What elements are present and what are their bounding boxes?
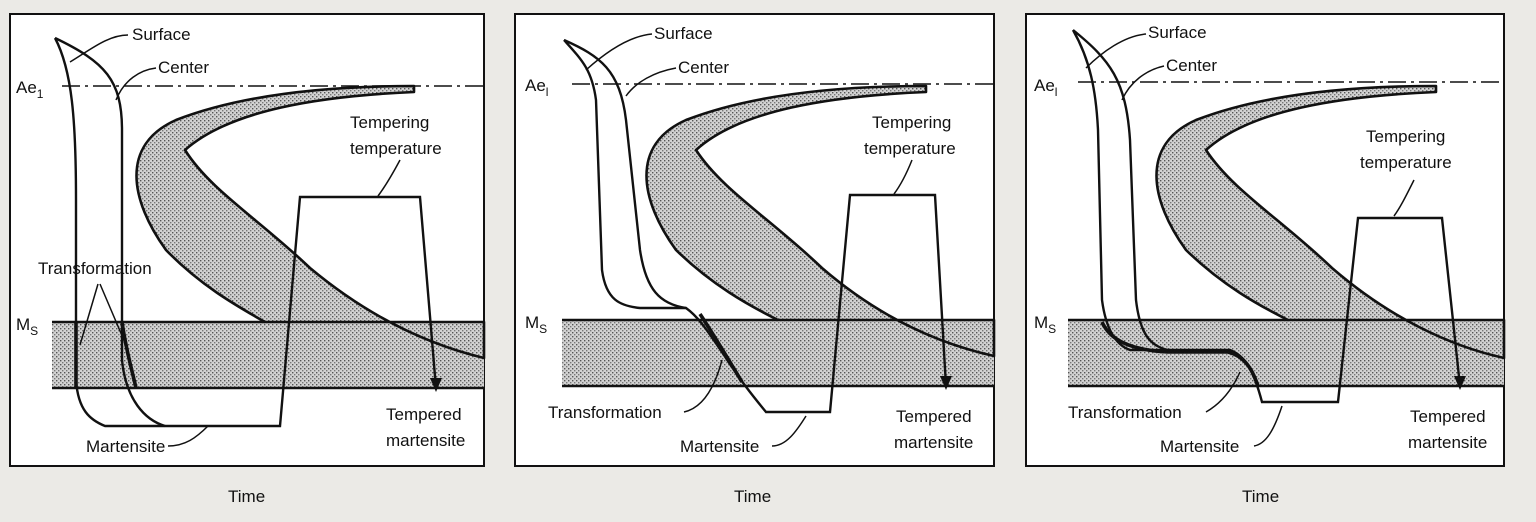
panel-2-tempered-label: Tempered <box>896 407 972 426</box>
panel-1-transformation-leader-a <box>79 283 99 346</box>
panel-3-martensite-leader <box>1253 405 1283 447</box>
panel-2-center-leader <box>625 67 677 97</box>
panel-3-tempered-martensite-label: martensite <box>1408 433 1487 452</box>
panel-1-x-axis-label: Time <box>228 487 265 506</box>
panel-1-center-label: Center <box>158 58 209 77</box>
panel-2-ms-label: MS <box>525 313 547 336</box>
panel-2-transformation-path <box>698 313 744 383</box>
panel-2-tempering-label: Tempering <box>872 113 951 132</box>
panel-3-center-leader <box>1121 65 1165 101</box>
panel-1-transformation-nose <box>135 84 486 360</box>
panel-2-center-label: Center <box>678 58 729 77</box>
panel-3-ms-label: MS <box>1034 313 1056 336</box>
panel-1-transformation-center <box>120 321 138 389</box>
panel-3-transformation-path <box>1100 321 1260 387</box>
panel-1-temperature-label: temperature <box>350 139 442 158</box>
panel-1: Surface Center Ae1 MS Tempering temperat… <box>9 13 486 506</box>
panel-2-surface-label: Surface <box>654 24 713 43</box>
panel-2-surface-leader <box>585 33 653 71</box>
panel-2-transformation-label: Transformation <box>548 403 662 422</box>
panel-2: Surface Center Ael MS Tempering temperat… <box>514 13 996 506</box>
panel-1-transformation-label: Transformation <box>38 259 152 278</box>
panel-3-tempering-leader <box>1393 179 1415 217</box>
panel-1-tempering-leader <box>377 159 401 197</box>
panel-1-martensite-leader <box>167 425 209 447</box>
panel-3-tempering-label: Tempering <box>1366 127 1445 146</box>
panel-3-ae1-label: Ael <box>1034 76 1057 99</box>
panel-1-arrowhead <box>430 378 442 392</box>
panel-1-transformation-leader-b <box>99 283 127 346</box>
panel-2-surface-curve <box>563 39 948 414</box>
panel-2-transformation-leader <box>683 359 723 413</box>
panel-3-x-axis-label: Time <box>1242 487 1279 506</box>
panel-1-center-leader <box>115 67 157 101</box>
panel-3: Surface Center Ael MS Tempering temperat… <box>1025 13 1506 506</box>
panel-2-tempered-martensite-label: martensite <box>894 433 973 452</box>
panel-2-tempering-leader <box>893 159 913 195</box>
panel-1-surface-curve <box>53 37 438 428</box>
panel-2-arrowhead <box>940 376 952 390</box>
panel-2-x-axis-label: Time <box>734 487 771 506</box>
panel-3-arrowhead <box>1454 376 1466 390</box>
panel-2-transformation-nose <box>645 84 996 358</box>
panel-3-center-label: Center <box>1166 56 1217 75</box>
panel-3-transformation-nose <box>1155 84 1506 360</box>
panel-1-martensite-label: Martensite <box>86 437 165 456</box>
panel-1-tempered-label: Tempered <box>386 405 462 424</box>
panel-3-center-curve <box>1072 29 1169 352</box>
panel-2-ae1-label: Ael <box>525 76 548 99</box>
panel-1-surface-label: Surface <box>132 25 191 44</box>
panel-2-martensite-label: Martensite <box>680 437 759 456</box>
panel-3-transformation-label: Transformation <box>1068 403 1182 422</box>
panel-1-tempered-martensite-label: martensite <box>386 431 465 450</box>
panel-3-surface-leader <box>1085 33 1147 69</box>
panel-1-ae1-label: Ae1 <box>16 78 44 101</box>
panel-3-transformation-leader <box>1205 371 1241 413</box>
panel-1-center-curve <box>54 36 166 428</box>
panel-2-temperature-label: temperature <box>864 139 956 158</box>
panel-3-surface-label: Surface <box>1148 23 1207 42</box>
panel-3-martensite-label: Martensite <box>1160 437 1239 456</box>
panel-2-center-curve <box>563 38 687 310</box>
panel-1-surface-leader <box>69 34 129 63</box>
panel-3-temperature-label: temperature <box>1360 153 1452 172</box>
panel-1-tempering-label: Tempering <box>350 113 429 132</box>
panel-3-tempered-label: Tempered <box>1410 407 1486 426</box>
panel-1-ms-label: MS <box>16 315 38 338</box>
panel-2-martensite-leader <box>771 415 807 447</box>
